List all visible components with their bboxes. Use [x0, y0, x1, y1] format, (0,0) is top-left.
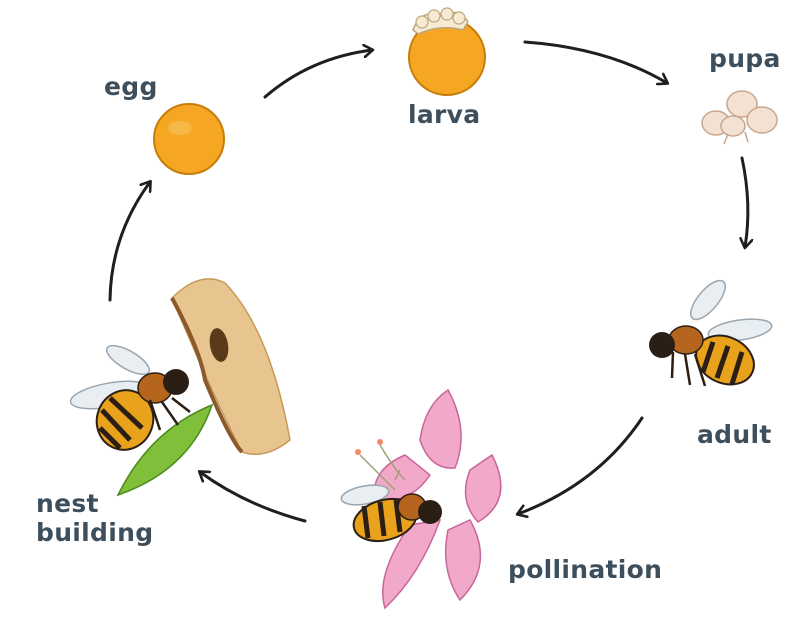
arrow-nest-to-egg — [110, 182, 150, 300]
stage-label-adult: adult — [697, 420, 772, 449]
stage-label-nest-building: nest building — [36, 489, 153, 547]
arrow-egg-to-larva — [265, 50, 372, 97]
egg-icon — [154, 104, 224, 174]
arrow-pollination-to-nest — [200, 472, 305, 521]
stage-label-pollination: pollination — [508, 555, 662, 584]
stage-label-nest-line1: nest — [36, 489, 153, 518]
larva-icon — [409, 8, 485, 95]
adult-bee-icon — [649, 275, 773, 393]
stage-label-nest-line2: building — [36, 518, 153, 547]
arrow-adult-to-pollination — [518, 418, 642, 514]
arrow-pupa-to-adult — [742, 158, 748, 247]
arrow-larva-to-pupa — [525, 42, 667, 83]
nest-building-bee-icon — [69, 279, 290, 495]
stage-label-larva: larva — [408, 100, 480, 129]
stage-label-pupa: pupa — [709, 44, 781, 73]
pupa-icon — [702, 91, 777, 144]
pollination-flower-bee-icon — [340, 390, 501, 608]
stage-label-egg: egg — [104, 72, 158, 101]
